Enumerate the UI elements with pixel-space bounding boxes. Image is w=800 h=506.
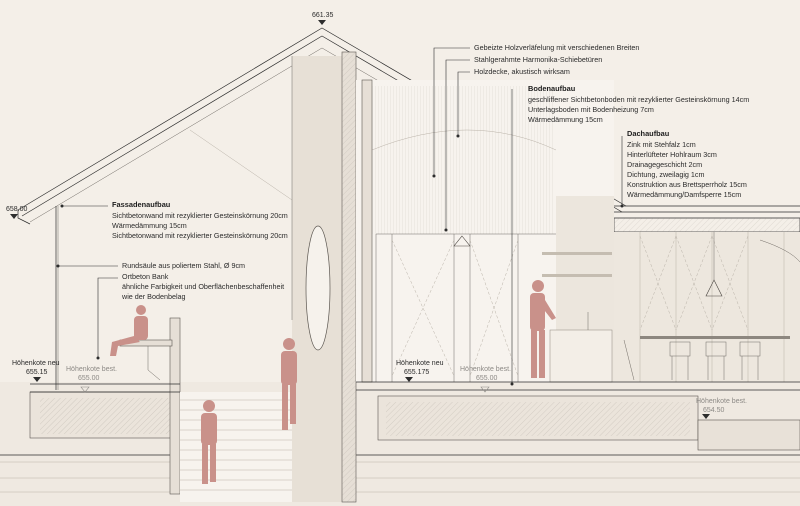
person-sitting: [110, 305, 148, 356]
floor-buildup-line: Unterlagsboden mit Bodenheizung 7cm: [528, 105, 654, 114]
right-existing-elevation-label: Höhenkote best.: [696, 398, 747, 405]
right-existing-elevation-value: 654.50: [703, 407, 725, 414]
center-existing-elevation-label: Höhenkote best.: [460, 366, 511, 373]
left-new-elevation-value: 655.15: [26, 369, 48, 376]
person-on-stairs-top: [281, 338, 297, 430]
roof-buildup-line: Hinterlüfteter Hohlraum 3cm: [627, 150, 717, 159]
roof-buildup-title: Dachaufbau: [627, 129, 670, 138]
facade-buildup-block: Fassadenaufbau Sichtbetonwand mit rezykl…: [112, 200, 288, 240]
floor-buildup-line: geschliffener Sichtbetonboden mit rezykl…: [528, 95, 749, 104]
floor-buildup-block: Bodenaufbau geschliffener Sichtbetonbode…: [528, 84, 749, 124]
left-existing-elevation-value: 655.00: [78, 375, 100, 382]
center-existing-elevation-value: 655.00: [476, 375, 498, 382]
bench-annotation-block: Ortbeton Bank ähnliche Farbigkeit und Ob…: [121, 272, 284, 301]
existing-markers: [80, 386, 490, 393]
bench-annotation-line: wie der Bodenbelag: [121, 292, 186, 301]
ground: [0, 382, 800, 506]
facade-buildup-line: Sichtbetonwand mit rezyklierter Gesteins…: [112, 231, 288, 240]
left-new-elevation-label: Höhenkote neu: [12, 360, 60, 367]
left-eave-elevation-text: 658.00: [6, 206, 28, 213]
roof-buildup-line: Dichtung, zweilagig 1cm: [627, 170, 705, 179]
top-elevation-text: 661.35: [312, 12, 334, 19]
facade-buildup-line: Sichtbetonwand mit rezyklierter Gesteins…: [112, 211, 288, 220]
markers: [10, 20, 710, 419]
leader-lines: [58, 47, 623, 384]
center-new-elevation-label: Höhenkote neu: [396, 360, 444, 367]
annotation-sliding-doors: Stahlgerahmte Harmonika-Schiebetüren: [474, 55, 602, 64]
roof-buildup-block: Dachaufbau Zink mit Stehfalz 1cm Hinterl…: [627, 129, 747, 199]
roof-buildup-line: Wärmedämmung/Damfsperre 15cm: [627, 190, 741, 199]
floor-buildup-line: Wärmedämmung 15cm: [528, 115, 603, 124]
person-standing-kitchen: [530, 280, 556, 378]
annotation-wood-ceiling: Holzdecke, akustisch wirksam: [474, 67, 570, 76]
bench-annotation-line: Ortbeton Bank: [122, 272, 169, 281]
human-figures: [110, 280, 556, 484]
left-existing-elevation-label: Höhenkote best.: [66, 366, 117, 373]
facade-buildup-line: Wärmedämmung 15cm: [112, 221, 187, 230]
floor-buildup-title: Bodenaufbau: [528, 84, 576, 93]
left-pavilion: [30, 206, 181, 495]
central-wall: [291, 51, 357, 503]
roof-buildup-line: Drainagegeschicht 2cm: [627, 160, 702, 169]
roof-buildup-line: Zink mit Stehfalz 1cm: [627, 140, 696, 149]
column-annotation: Rundsäule aus poliertem Stahl, Ø 9cm: [122, 261, 245, 270]
roof-buildup-line: Konstruktion aus Brettsperrholz 15cm: [627, 180, 747, 189]
center-new-elevation-value: 655.175: [404, 369, 429, 376]
annotation-wood-cladding: Gebeizte Holzverläfelung mit verschieden…: [474, 43, 639, 52]
facade-buildup-title: Fassadenaufbau: [112, 200, 171, 209]
bench-annotation-line: ähnliche Farbigkeit und Oberflächenbesch…: [122, 282, 284, 291]
person-on-stairs-bottom: [201, 400, 217, 484]
interior-room: [356, 79, 800, 391]
